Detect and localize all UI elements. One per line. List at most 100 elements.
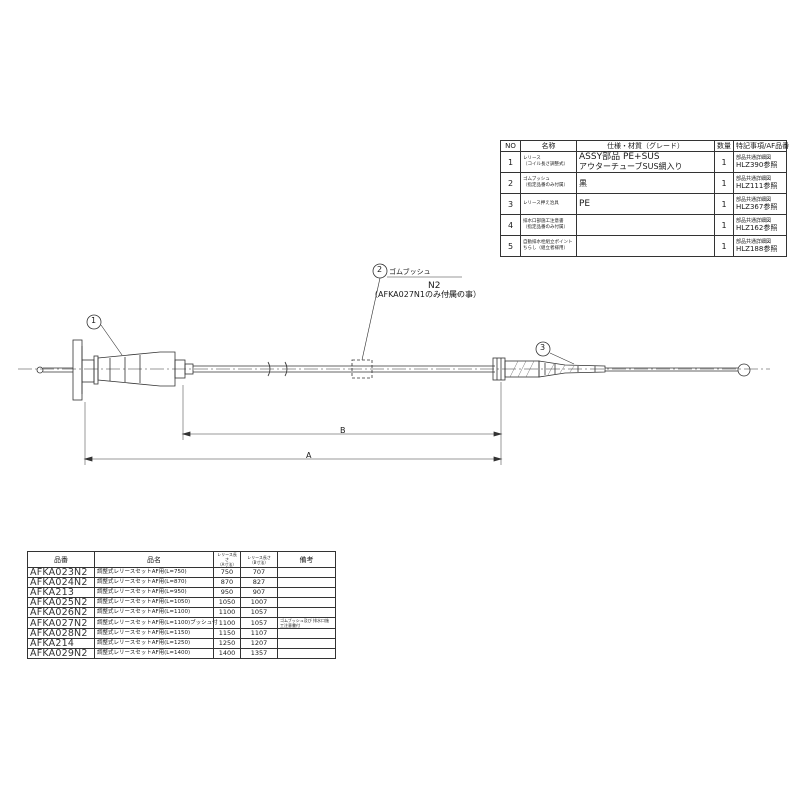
part-note-line: HLZ390参照 bbox=[736, 160, 778, 169]
model-remark bbox=[277, 587, 336, 598]
part-no: 2 bbox=[500, 172, 521, 194]
part-note-line: HLZ188参照 bbox=[736, 244, 778, 253]
model-a: 750 bbox=[213, 567, 241, 578]
parts-header-note: 特記事項/AF品番 bbox=[733, 140, 789, 152]
model-code: AFKA214 bbox=[27, 638, 95, 649]
models-header-b-line: （B寸法） bbox=[249, 559, 269, 565]
part-spec-line: アウターチューブSUS網入り bbox=[579, 162, 683, 171]
model-code: AFKA024N2 bbox=[27, 577, 95, 588]
part-note-line: HLZ367参照 bbox=[736, 202, 778, 211]
parts-header-no: NO bbox=[500, 140, 521, 152]
model-code: AFKA213 bbox=[27, 587, 95, 598]
callout-2-number: 2 bbox=[377, 265, 383, 274]
model-b: 1057 bbox=[240, 617, 278, 629]
part-name-line: ゴムブッシュ bbox=[523, 177, 550, 182]
part-spec-line: 黒 bbox=[579, 178, 587, 188]
model-a: 1150 bbox=[213, 628, 241, 639]
part-name-line: （指定品番のみ付属） bbox=[523, 183, 568, 188]
part-no: 5 bbox=[500, 235, 521, 257]
model-remark: ゴムブッシュ及び 排水口施工注意書付 bbox=[277, 617, 336, 629]
model-name: 調整式レリースセットAF用(L=750) bbox=[94, 567, 214, 578]
models-header-a-line: （A寸法） bbox=[217, 562, 237, 567]
part-spec bbox=[576, 214, 715, 236]
part-note-line: 部品共通詳細図 bbox=[736, 154, 772, 161]
model-name: 調整式レリースセットAF用(L=870) bbox=[94, 577, 214, 588]
model-b: 1107 bbox=[240, 628, 278, 639]
part-name: 自動排水栓組立ポイントちらし（組立者様用） bbox=[520, 235, 577, 257]
left-knob bbox=[36, 366, 44, 374]
models-header-a-line: レリース長さ bbox=[217, 552, 237, 562]
model-a: 1400 bbox=[213, 648, 241, 659]
part-name: 排水口部施工注意書（指定品番のみ付属） bbox=[520, 214, 577, 236]
part-note-line: 部品共通詳細図 bbox=[736, 196, 772, 203]
part-no: 3 bbox=[500, 193, 521, 215]
right-knob bbox=[737, 363, 751, 377]
model-a: 1100 bbox=[213, 607, 241, 618]
dimension-a-label: A bbox=[306, 451, 312, 460]
dimension-b-label: B bbox=[340, 426, 346, 435]
parts-header-name: 名称 bbox=[520, 140, 577, 152]
part-no: 4 bbox=[500, 214, 521, 236]
part-qty: 1 bbox=[714, 214, 734, 236]
model-name: 調整式レリースセットAF用(L=1400) bbox=[94, 648, 214, 659]
part-note-line: 部品共通詳細図 bbox=[736, 175, 772, 182]
callout-1-circle bbox=[86, 314, 102, 330]
model-code: AFKA026N2 bbox=[27, 607, 95, 618]
part-note-line: 部品共通詳細図 bbox=[736, 217, 772, 224]
part-spec-line: PE bbox=[579, 198, 591, 209]
part-qty: 1 bbox=[714, 193, 734, 215]
model-code: AFKA027N2 bbox=[27, 617, 95, 629]
part-name: ゴムブッシュ（指定品番のみ付属） bbox=[520, 172, 577, 194]
part-no: 1 bbox=[500, 151, 521, 173]
part-name: レリース押え治具 bbox=[520, 193, 577, 215]
holder-hatching bbox=[509, 360, 575, 378]
part-spec bbox=[576, 235, 715, 257]
models-table-header: 品番 品名 レリース長さ（A寸法） レリース長さ（B寸法） 備考 bbox=[27, 551, 336, 568]
model-code: AFKA029N2 bbox=[27, 648, 95, 659]
callout-2-note: （AFKA027N1のみ付属の事） bbox=[370, 290, 481, 299]
callout-2-label: ゴムブッシュ bbox=[389, 268, 431, 276]
model-remark bbox=[277, 577, 336, 588]
flange bbox=[72, 339, 83, 401]
model-a: 1050 bbox=[213, 597, 241, 608]
part-name: レリース（コイル長さ調整式） bbox=[520, 151, 577, 173]
model-code: AFKA025N2 bbox=[27, 597, 95, 608]
parts-table-header: NO 名称 仕様・材質（グレード） 数量 特記事項/AF品番 bbox=[500, 140, 789, 152]
model-b: 1007 bbox=[240, 597, 278, 608]
models-header-a: レリース長さ（A寸法） bbox=[213, 551, 241, 568]
callout-1-number: 1 bbox=[91, 316, 97, 325]
part-spec: PE bbox=[576, 193, 715, 215]
model-remark bbox=[277, 648, 336, 659]
model-a: 1250 bbox=[213, 638, 241, 649]
part-name-line: （コイル長さ調整式） bbox=[523, 162, 568, 167]
model-remark bbox=[277, 597, 336, 608]
models-header-b-line: レリース長さ bbox=[247, 554, 271, 560]
release-body bbox=[97, 351, 176, 387]
model-name: 調整式レリースセットAF用(L=1150) bbox=[94, 628, 214, 639]
model-name: 調整式レリースセットAF用(L=1100)ブッシュ付 bbox=[94, 617, 218, 629]
model-a: 870 bbox=[213, 577, 241, 588]
part-qty: 1 bbox=[714, 151, 734, 173]
model-name: 調整式レリースセットAF用(L=950) bbox=[94, 587, 214, 598]
part-qty: 1 bbox=[714, 172, 734, 194]
part-spec: 黒 bbox=[576, 172, 715, 194]
models-header-code: 品番 bbox=[27, 551, 95, 568]
part-note-line: HLZ111参照 bbox=[736, 181, 778, 190]
model-code: AFKA023N2 bbox=[27, 567, 95, 578]
